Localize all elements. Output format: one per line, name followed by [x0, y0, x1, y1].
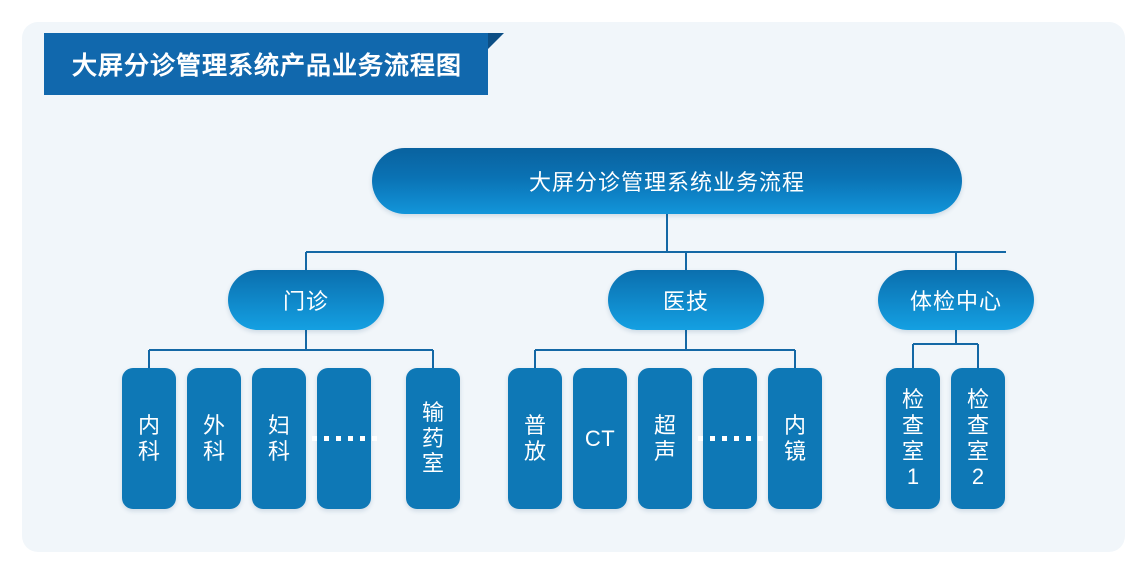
node-leaf-label: 输 药 室 — [421, 399, 444, 477]
node-branch-label: 体检中心 — [909, 289, 1002, 314]
node-leaf-1-1[interactable]: 内 科 — [122, 368, 176, 509]
node-leaf-1-5[interactable]: 输 药 室 — [406, 368, 460, 509]
node-leaf-label: 检 查 室 2 — [966, 386, 989, 490]
node-leaf-label: 妇 科 — [267, 412, 290, 464]
node-leaf-1-2[interactable]: 外 科 — [187, 368, 241, 509]
node-leaf-3-2[interactable]: 检 查 室 2 — [951, 368, 1005, 509]
node-leaf-label: 超 声 — [653, 412, 676, 464]
ellipsis-icon — [311, 436, 377, 441]
node-leaf-2-5[interactable]: 内 镜 — [768, 368, 822, 509]
node-branch-label: 医技 — [662, 289, 709, 314]
node-leaf-label: 检 查 室 1 — [901, 386, 924, 490]
node-leaf-2-2[interactable]: CT — [573, 368, 627, 509]
node-leaf-label: 普 放 — [523, 412, 546, 464]
node-branch-2[interactable]: 医技 — [608, 270, 764, 330]
node-leaf-label: 内 科 — [137, 412, 160, 464]
node-branch-1[interactable]: 门诊 — [228, 270, 384, 330]
node-root-label: 大屏分诊管理系统业务流程 — [528, 170, 805, 195]
node-leaf-2-3[interactable]: 超 声 — [638, 368, 692, 509]
page-title-banner: 大屏分诊管理系统产品业务流程图 — [44, 33, 489, 95]
ellipsis-icon — [697, 436, 763, 441]
node-leaf-label: CT — [584, 425, 616, 451]
node-root[interactable]: 大屏分诊管理系统业务流程 — [372, 148, 962, 214]
node-leaf-2-1[interactable]: 普 放 — [508, 368, 562, 509]
page-title: 大屏分诊管理系统产品业务流程图 — [72, 52, 463, 80]
node-leaf-1-3[interactable]: 妇 科 — [252, 368, 306, 509]
node-branch-3[interactable]: 体检中心 — [878, 270, 1034, 330]
node-leaf-2-4[interactable] — [697, 368, 763, 509]
node-leaf-3-1[interactable]: 检 查 室 1 — [886, 368, 940, 509]
node-leaf-label: 内 镜 — [783, 412, 806, 464]
node-branch-label: 门诊 — [282, 289, 329, 314]
node-leaf-1-4[interactable] — [311, 368, 377, 509]
node-leaf-label: 外 科 — [202, 412, 225, 464]
